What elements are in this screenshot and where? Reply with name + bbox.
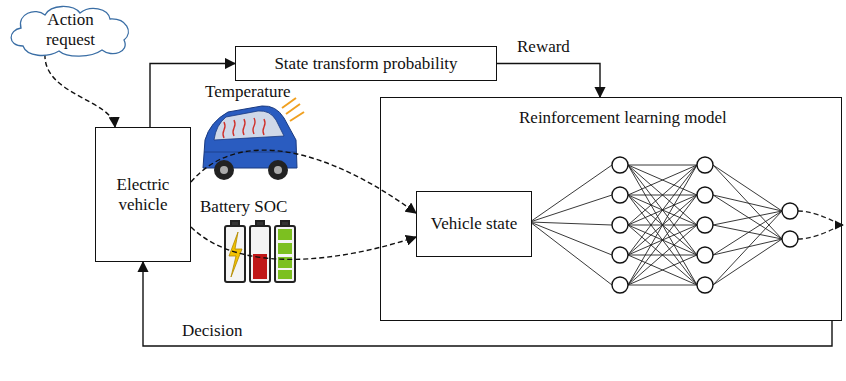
process-box: Vehicle state	[416, 191, 532, 257]
figure-label: Temperature	[205, 83, 291, 102]
edge-label: Decision	[180, 322, 244, 341]
edge-label: Reward	[515, 38, 572, 57]
connector-arrow	[143, 262, 832, 346]
node-label: Electric vehicle	[103, 175, 183, 214]
model-title: Reinforcement learning model	[519, 108, 727, 128]
car-illustration	[203, 98, 304, 180]
process-box: Electric vehicle	[95, 127, 191, 262]
model-box: Reinforcement learning modelVehicle stat…	[380, 97, 842, 321]
process-box: State transform probability	[235, 46, 497, 81]
connector-arrow	[191, 227, 416, 259]
connector-arrow	[45, 54, 115, 127]
node-label: State transform probability	[274, 54, 457, 74]
cloud-node: Action request	[3, 2, 138, 58]
connector-arrow	[497, 64, 600, 98]
node-label: Action request	[31, 10, 111, 49]
figure-label: Battery SOC	[200, 198, 287, 217]
node-label: Vehicle state	[431, 214, 517, 234]
neural-network	[530, 157, 843, 293]
